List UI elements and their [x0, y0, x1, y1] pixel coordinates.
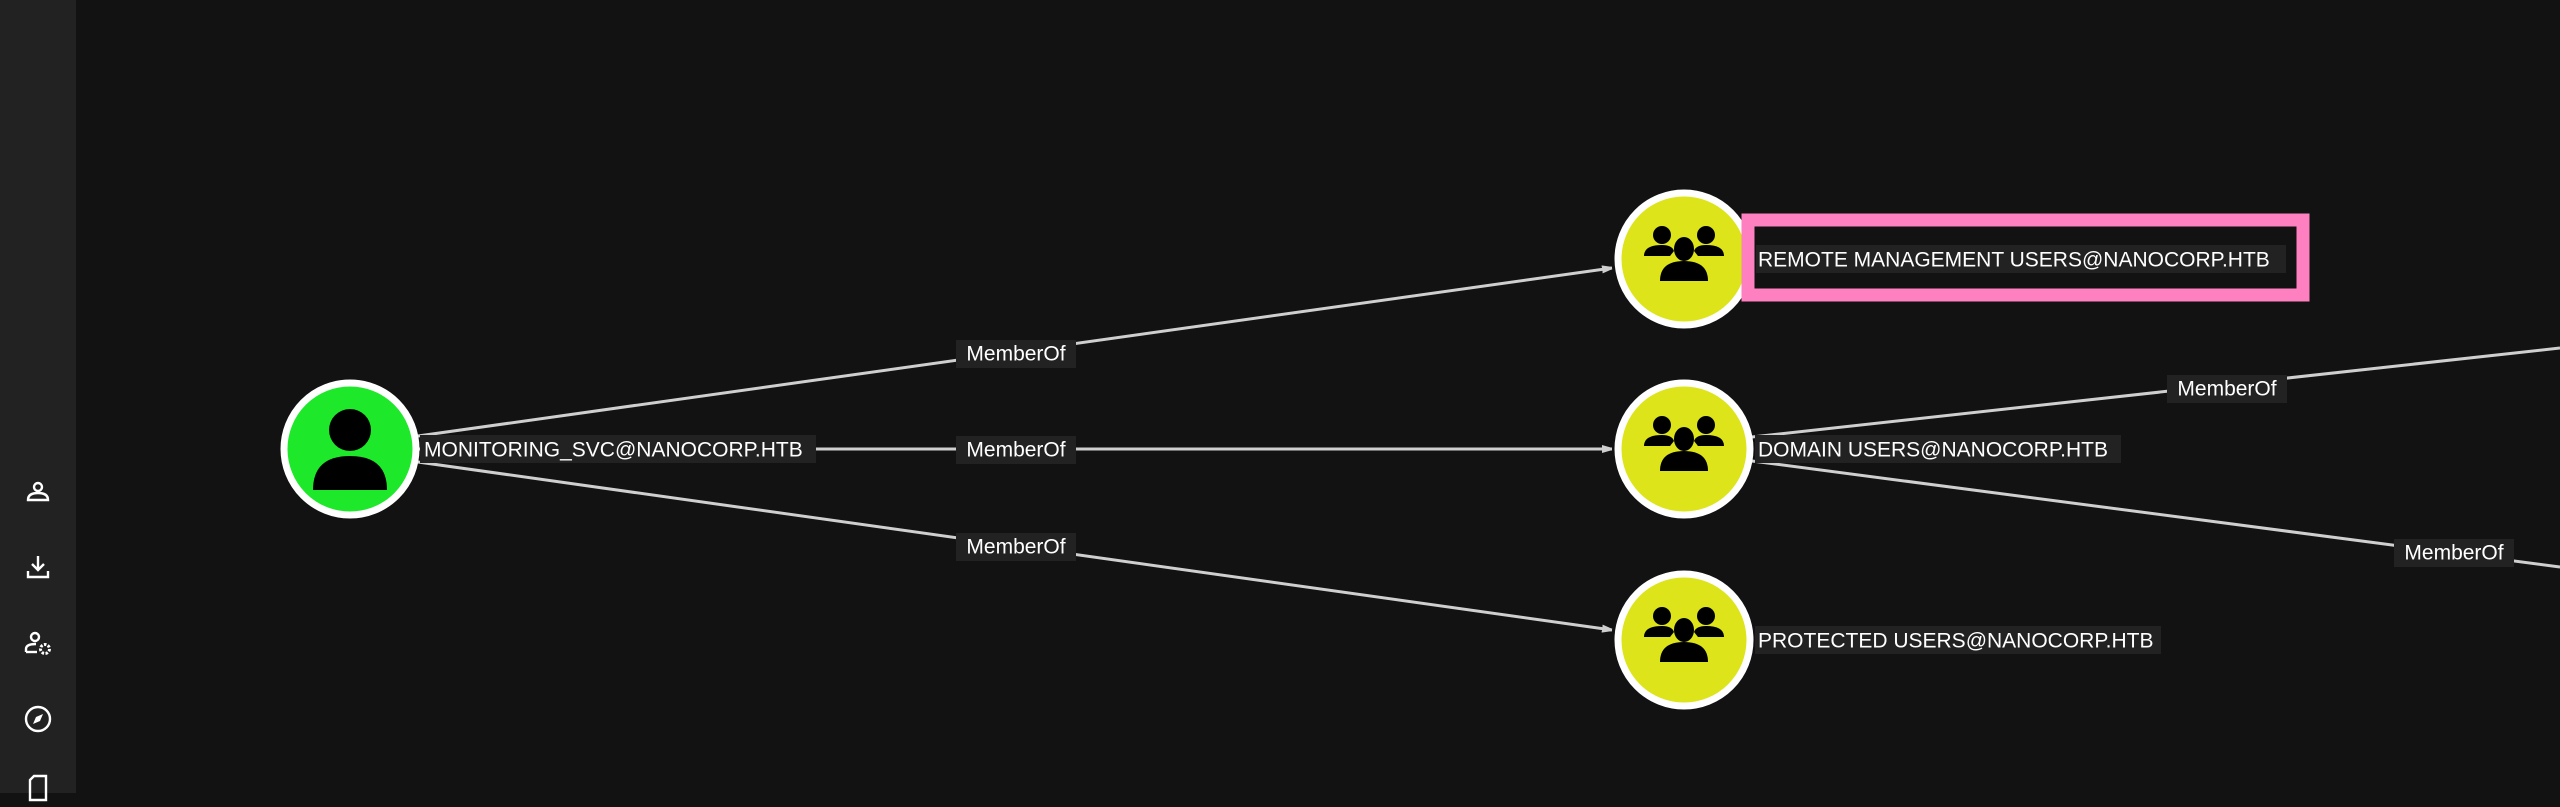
user-settings-icon[interactable] [22, 627, 54, 659]
edge-label: MemberOf [2404, 542, 2503, 565]
node-group-remote[interactable] [1614, 189, 1754, 329]
node-user[interactable] [280, 379, 420, 519]
node-label: MONITORING_SVC@NANOCORP.HTB [424, 439, 803, 462]
edge-memberof-offscreen-1[interactable] [1751, 346, 2560, 439]
download-icon[interactable] [22, 551, 54, 583]
node-label: PROTECTED USERS@NANOCORP.HTB [1758, 630, 2153, 653]
node-label: DOMAIN USERS@NANOCORP.HTB [1758, 439, 2108, 462]
compass-icon[interactable] [22, 703, 54, 735]
edge-label: MemberOf [2177, 378, 2276, 401]
user-icon [313, 409, 387, 490]
edge-label: MemberOf [966, 536, 1065, 559]
sidebar [0, 0, 76, 802]
user-icon[interactable] [22, 476, 54, 508]
node-label: REMOTE MANAGEMENT USERS@NANOCORP.HTB [1758, 249, 2270, 272]
highlight-box [1741, 213, 2310, 302]
node-group-domain[interactable] [1614, 379, 1754, 519]
edge-label: MemberOf [966, 439, 1065, 462]
edge-label: MemberOf [966, 343, 1065, 366]
node-group-protected[interactable] [1614, 570, 1754, 710]
